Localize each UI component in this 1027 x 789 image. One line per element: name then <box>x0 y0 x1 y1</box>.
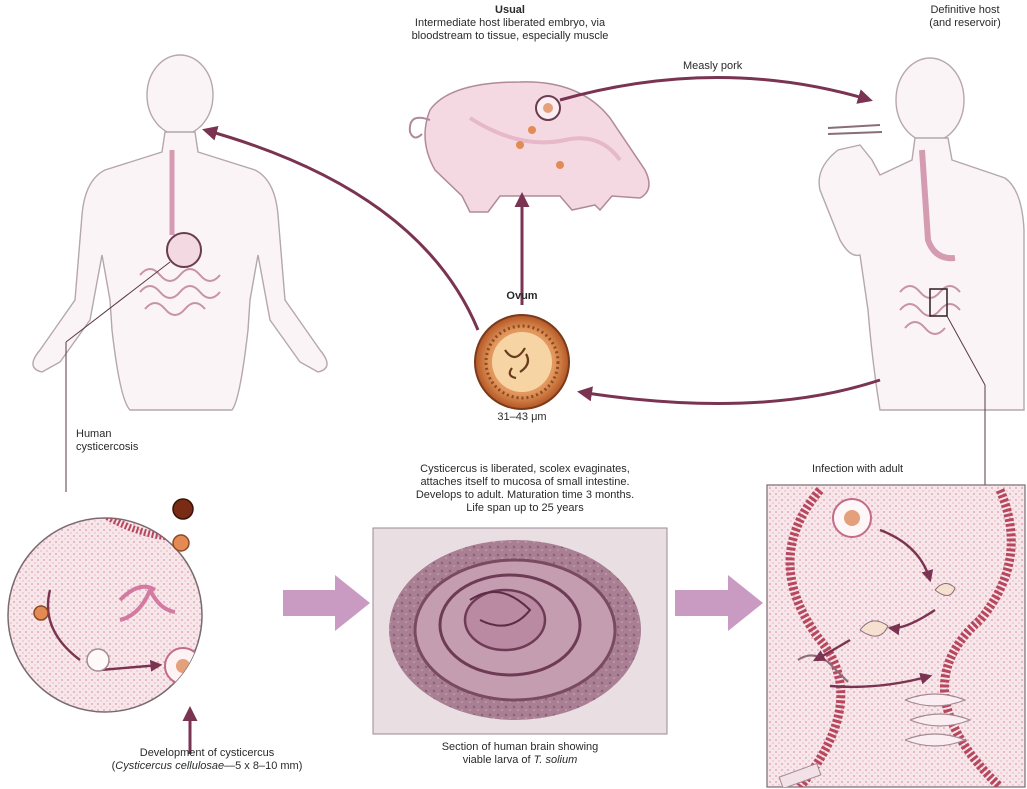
cysticercus-species-name: Cysticercus cellulosae <box>115 760 224 772</box>
arrow-brain-to-intestine <box>675 575 763 631</box>
brain-section-line-2: viable larva of T. solium <box>400 754 640 767</box>
species-name: T. solium <box>534 754 578 766</box>
development-line-1: Development of cysticercus <box>72 747 342 760</box>
definitive-host-figure <box>819 58 1024 410</box>
usual-line-2: bloodstream to tissue, especially muscle <box>380 30 640 43</box>
ovum-egg <box>475 315 569 409</box>
arrow-definitive-host-to-ovum <box>580 380 880 404</box>
cysticercosis-tissue-circle <box>8 480 240 754</box>
pork-food-icon <box>828 125 882 134</box>
development-size: —5 x 8–10 mm) <box>224 760 302 772</box>
arrow-pig-to-definitive-host <box>560 78 870 101</box>
liberated-text-block: Cysticercus is liberated, scolex evagina… <box>380 463 670 515</box>
brain-section-line-2-text: viable larva of <box>463 754 534 766</box>
ovum-size: 31–43 μm <box>470 411 574 424</box>
definitive-host-line-2: (and reservoir) <box>905 17 1025 30</box>
development-caption: Development of cysticercus (Cysticercus … <box>72 747 342 773</box>
liberated-line-4: Life span up to 25 years <box>380 502 670 515</box>
intestine-adult-panel <box>767 485 1025 788</box>
human-cysticercosis-line-1: Human <box>76 428 138 441</box>
human-stomach-callout <box>167 233 201 267</box>
liberated-line-1: Cysticercus is liberated, scolex evagina… <box>380 463 670 476</box>
arrow-circle-to-brain <box>283 575 370 631</box>
human-head <box>147 55 213 135</box>
egg-icon-small <box>173 499 193 519</box>
human-cysticercosis-line-2: cysticercosis <box>76 441 138 454</box>
usual-title: Usual <box>380 4 640 17</box>
pig-intermediate-host <box>410 82 649 212</box>
development-line-2: (Cysticercus cellulosae—5 x 8–10 mm) <box>72 760 342 773</box>
definitive-host-label: Definitive host (and reservoir) <box>905 4 1025 30</box>
ovum-title: Ovum <box>480 290 564 303</box>
definitive-host-head <box>896 58 964 142</box>
brain-section-line-1: Section of human brain showing <box>400 741 640 754</box>
usual-label-block: Usual Intermediate host liberated embryo… <box>380 4 640 43</box>
brain-section-caption: Section of human brain showing viable la… <box>400 741 640 767</box>
brain-section-photo <box>373 528 667 734</box>
human-cysticercosis-label: Human cysticercosis <box>76 428 138 454</box>
infection-with-adult-label: Infection with adult <box>812 463 903 476</box>
human-torso <box>33 132 327 410</box>
measly-pork-label: Measly pork <box>683 60 742 73</box>
usual-line-1: Intermediate host liberated embryo, via <box>380 17 640 30</box>
liberated-line-2: attaches itself to mucosa of small intes… <box>380 476 670 489</box>
liberated-line-3: Develops to adult. Maturation time 3 mon… <box>380 489 670 502</box>
human-host-figure <box>33 55 327 410</box>
definitive-host-line-1: Definitive host <box>905 4 1025 17</box>
